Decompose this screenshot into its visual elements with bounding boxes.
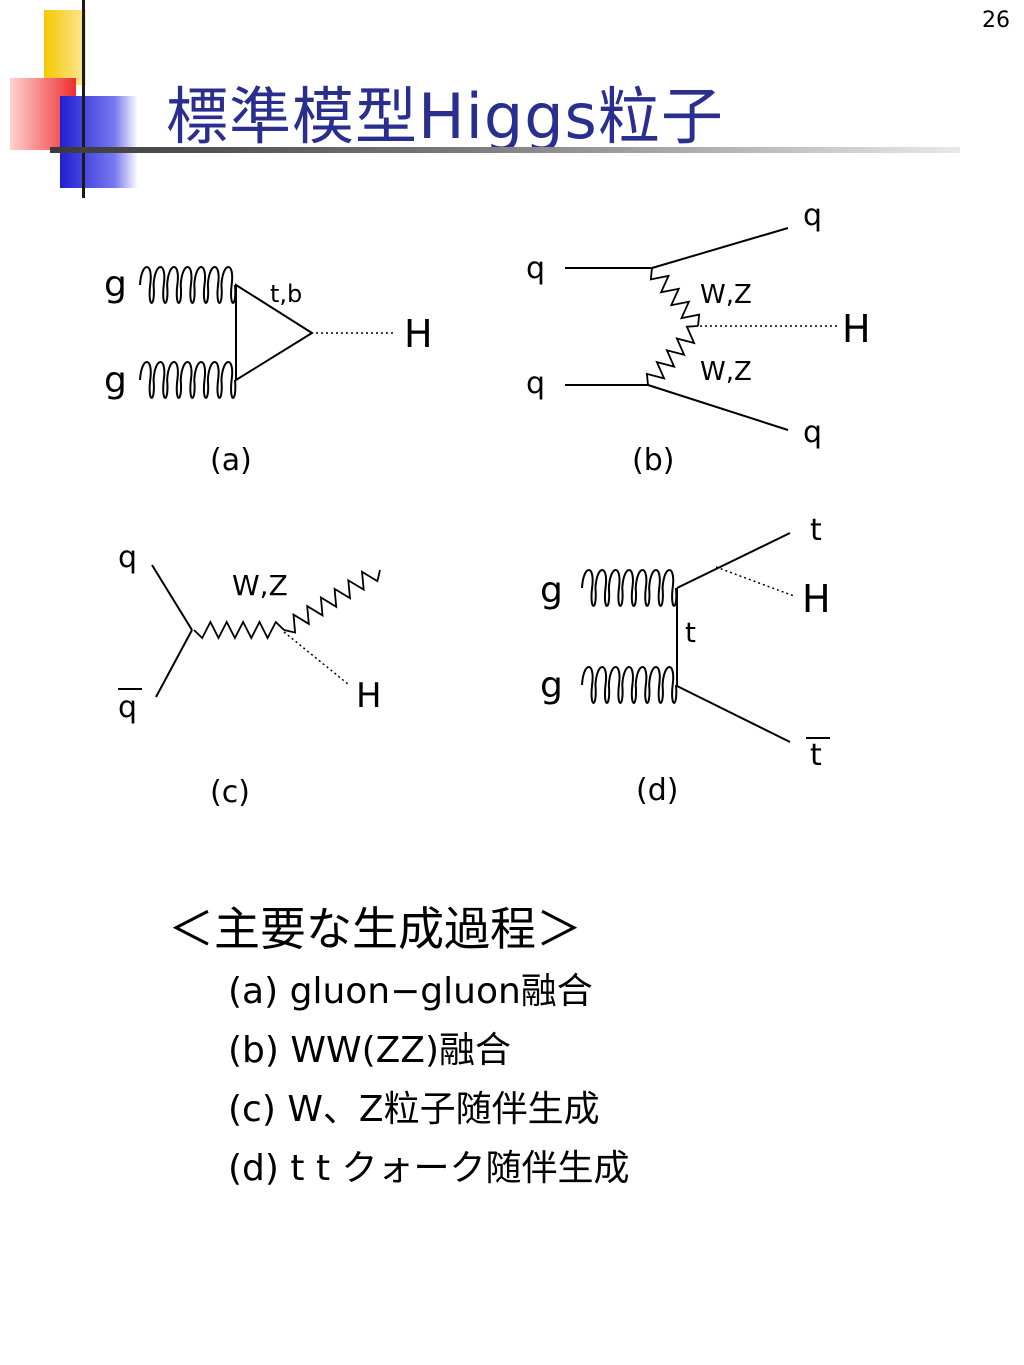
quark-out-bottom: [647, 384, 789, 431]
caption-c: (c): [210, 775, 250, 810]
diagram-c: q q W,Z H (c): [118, 540, 382, 810]
quark-triangle-loop: [235, 283, 314, 382]
higgs-line: [283, 631, 349, 685]
tbar-out-line: [676, 685, 791, 743]
gluon-label-top: g: [104, 264, 127, 305]
boson-line-bottom: [645, 325, 699, 386]
q-out-bottom-label: q: [803, 415, 822, 450]
tbar-out-label: t: [810, 738, 822, 773]
gluon-line-top: [581, 569, 678, 607]
process-item-a: (a) gluon−gluon融合: [228, 971, 593, 1012]
q-in-bottom-label: q: [526, 366, 545, 401]
diagram-b: q q q q W,Z W,Z H (b): [526, 198, 871, 478]
quark-out-top: [651, 227, 789, 269]
gluon-line-bottom: [139, 361, 237, 399]
q-out-top-label: q: [803, 198, 822, 233]
decor-vertical-line: [82, 0, 85, 198]
qbar-label: q: [118, 690, 137, 725]
gluon-label-top: g: [540, 570, 563, 611]
process-item-c: (c) W、Z粒子随伴生成: [228, 1089, 600, 1130]
boson-outgoing: [283, 569, 381, 634]
title-underline: [50, 147, 960, 153]
q-in-top-label: q: [526, 251, 545, 286]
decor-blue-block: [60, 96, 138, 188]
caption-d: (d): [636, 773, 678, 808]
process-list: (a) gluon−gluon融合 (b) WW(ZZ)融合 (c) W、Z粒子…: [228, 962, 630, 1198]
decor-yellow-block: [44, 10, 86, 85]
diagram-d: g g t t t H (d): [540, 513, 831, 808]
boson-line-top: [649, 267, 701, 327]
boson-label-bottom: W,Z: [700, 357, 752, 387]
gluon-label-bottom: g: [540, 665, 563, 706]
boson-propagator: [193, 620, 285, 640]
top-out-line: [676, 532, 791, 589]
boson-label: W,Z: [232, 569, 288, 602]
boson-label-top: W,Z: [700, 280, 752, 310]
process-item-d: (d) t t クォーク随伴生成: [228, 1148, 630, 1189]
diagram-a: g g t,b H (a): [104, 264, 433, 478]
slide-title: 標準模型Higgs粒子: [166, 80, 724, 153]
process-list-heading: ＜主要な生成過程＞: [168, 902, 582, 956]
loop-quark-label: t,b: [270, 280, 302, 308]
caption-a: (a): [210, 443, 252, 478]
caption-b: (b): [632, 443, 674, 478]
process-item-b: (b) WW(ZZ)融合: [228, 1030, 511, 1071]
top-propagator-label: t: [685, 616, 696, 649]
higgs-label: H: [404, 312, 433, 356]
feynman-diagrams: g g t,b H (a) q q q q W,Z W,Z H (b) q q …: [104, 198, 871, 810]
q-label: q: [118, 540, 137, 575]
antiquark-line: [155, 629, 193, 698]
gluon-label-bottom: g: [104, 360, 127, 401]
page-number: 26: [982, 8, 1010, 33]
higgs-label: H: [802, 577, 831, 621]
higgs-line: [715, 566, 795, 597]
corner-decoration: [0, 0, 150, 200]
gluon-line-bottom: [581, 666, 678, 704]
top-out-label: t: [810, 513, 822, 548]
gluon-line-top: [139, 266, 237, 304]
higgs-label: H: [842, 307, 871, 351]
higgs-label: H: [356, 676, 382, 716]
quark-line: [151, 564, 193, 631]
